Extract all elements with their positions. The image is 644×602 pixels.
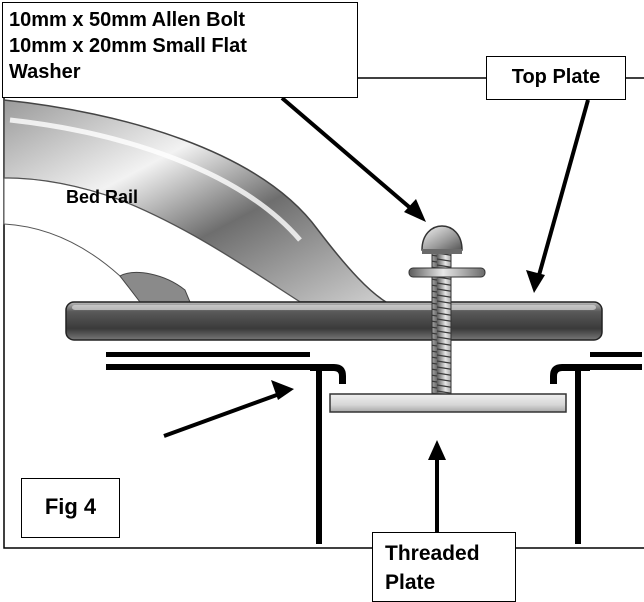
threaded-label-line1: Threaded [385,542,480,565]
bolt-label-line3: Washer [9,61,81,83]
channel-arrow-line [163,390,286,438]
threaded-plate-arrow-head [428,440,446,460]
bolt-washer-callout: 10mm x 50mm Allen Bolt 10mm x 20mm Small… [2,2,358,98]
threaded-plate [329,393,567,413]
bolt-label-line2: 10mm x 20mm Small Flat [9,35,247,57]
frame-border [3,77,644,549]
right-channel [550,352,642,544]
channel-arrow-head [271,380,294,400]
washer [408,267,486,278]
threaded-plate-callout: Threaded Plate [372,532,516,602]
bolt-label-line1: 10mm x 50mm Allen Bolt [9,9,246,31]
top-plate-callout: Top Plate [486,56,626,100]
left-channel [106,352,346,544]
bed-rail [3,99,389,303]
bolt-callout-leader [280,96,424,220]
bolt-arrow-head [404,199,426,222]
top-plate-leader [534,99,590,287]
bolt-head [421,225,463,251]
threaded-label-line2: Plate [385,571,436,594]
top-plate-arrow-head [526,270,545,293]
top-plate [65,301,603,341]
bed-rail-label: Bed Rail [66,187,139,207]
figure-label: Fig 4 [21,478,120,538]
